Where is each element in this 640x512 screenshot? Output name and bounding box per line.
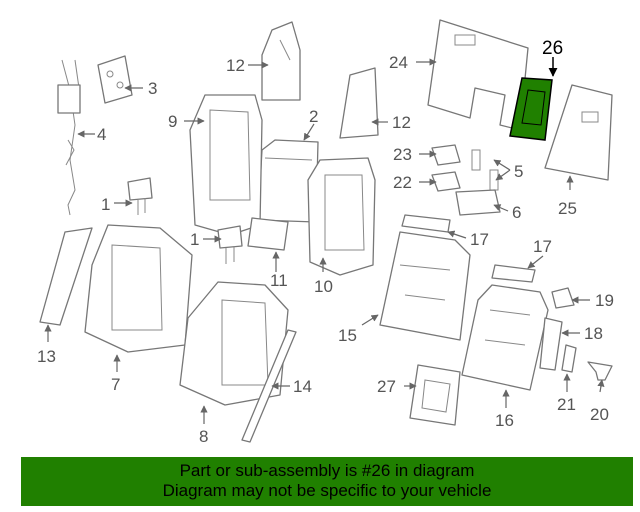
part-18-mechanism[interactable] — [539, 317, 563, 371]
callout-17-upper: 17 — [470, 230, 489, 249]
part-14-trim-strip[interactable] — [241, 329, 297, 443]
callout-14: 14 — [293, 377, 312, 396]
callout-23: 23 — [393, 145, 412, 164]
callout-9: 9 — [168, 112, 177, 131]
part-7-seat[interactable] — [84, 224, 193, 353]
callout-2: 2 — [309, 107, 318, 126]
part-4-wiring-harness[interactable] — [57, 59, 81, 216]
banner-line-part: Part or sub-assembly is #26 in diagram — [179, 461, 475, 480]
callout-12-top: 12 — [226, 56, 245, 75]
part-25-rear-panel[interactable] — [544, 84, 613, 181]
leader-lines — [44, 57, 605, 424]
callout-13: 13 — [37, 347, 56, 366]
callout-16: 16 — [495, 411, 514, 430]
callout-17-lower: 17 — [533, 237, 552, 256]
part-21-bracket[interactable] — [561, 344, 577, 373]
part-20-bracket[interactable] — [587, 361, 613, 381]
part-15-seat-frame[interactable] — [379, 231, 471, 341]
part-10-seat-back[interactable] — [307, 157, 376, 276]
callout-1-lower: 1 — [190, 230, 199, 249]
callout-12-right: 12 — [392, 113, 411, 132]
part-12-side-bracket[interactable] — [339, 67, 379, 139]
callout-5: 5 — [514, 162, 523, 181]
callout-10: 10 — [314, 277, 333, 296]
part-11-pad[interactable] — [247, 217, 289, 251]
part-22-clip[interactable] — [431, 171, 461, 192]
part-info-banner: Part or sub-assembly is #26 in diagram D… — [21, 457, 633, 506]
part-8-seat[interactable] — [179, 281, 289, 406]
part-23-clip[interactable] — [431, 144, 461, 166]
part-13-side-trim[interactable] — [39, 227, 93, 326]
part-27-panel[interactable] — [409, 364, 461, 426]
part-24-back-panel[interactable] — [427, 19, 529, 131]
part-6-latch[interactable] — [455, 189, 501, 216]
callout-1-upper: 1 — [101, 195, 110, 214]
part-19-cover[interactable] — [551, 287, 575, 309]
callout-7: 7 — [111, 375, 120, 394]
callout-4: 4 — [97, 125, 106, 144]
part-3-guide-plate[interactable] — [97, 55, 133, 104]
part-12-upper-bracket[interactable] — [261, 21, 301, 101]
part-17-lower-trim[interactable] — [491, 264, 536, 283]
callout-25: 25 — [558, 199, 577, 218]
callout-8: 8 — [199, 427, 208, 446]
callout-19: 19 — [595, 291, 614, 310]
callout-26: 26 — [542, 38, 563, 59]
callout-18: 18 — [584, 324, 603, 343]
exploded-seat-diagram: 26 24 12 3 2 9 12 4 23 5 22 6 25 1 1 17 … — [37, 19, 614, 446]
part-17-upper-trim[interactable] — [401, 214, 451, 233]
callout-3: 3 — [148, 79, 157, 98]
part-1-headrest-lower[interactable] — [217, 225, 243, 264]
callout-6: 6 — [512, 203, 521, 222]
part-26-highlighted-pad[interactable] — [509, 77, 553, 141]
part-5-pins[interactable] — [471, 149, 499, 191]
part-1-headrest-upper[interactable] — [127, 177, 153, 215]
callout-15: 15 — [338, 326, 357, 345]
part-16-seat-frame[interactable] — [461, 284, 549, 391]
callout-22: 22 — [393, 173, 412, 192]
part-2-armrest[interactable] — [257, 139, 319, 223]
callout-27: 27 — [377, 377, 396, 396]
callout-24: 24 — [389, 53, 408, 72]
callout-21: 21 — [557, 395, 576, 414]
callout-20: 20 — [590, 405, 609, 424]
part-9-seat-back[interactable] — [189, 94, 263, 236]
callout-11: 11 — [270, 271, 288, 290]
banner-line-disclaimer: Diagram may not be specific to your vehi… — [162, 481, 492, 500]
